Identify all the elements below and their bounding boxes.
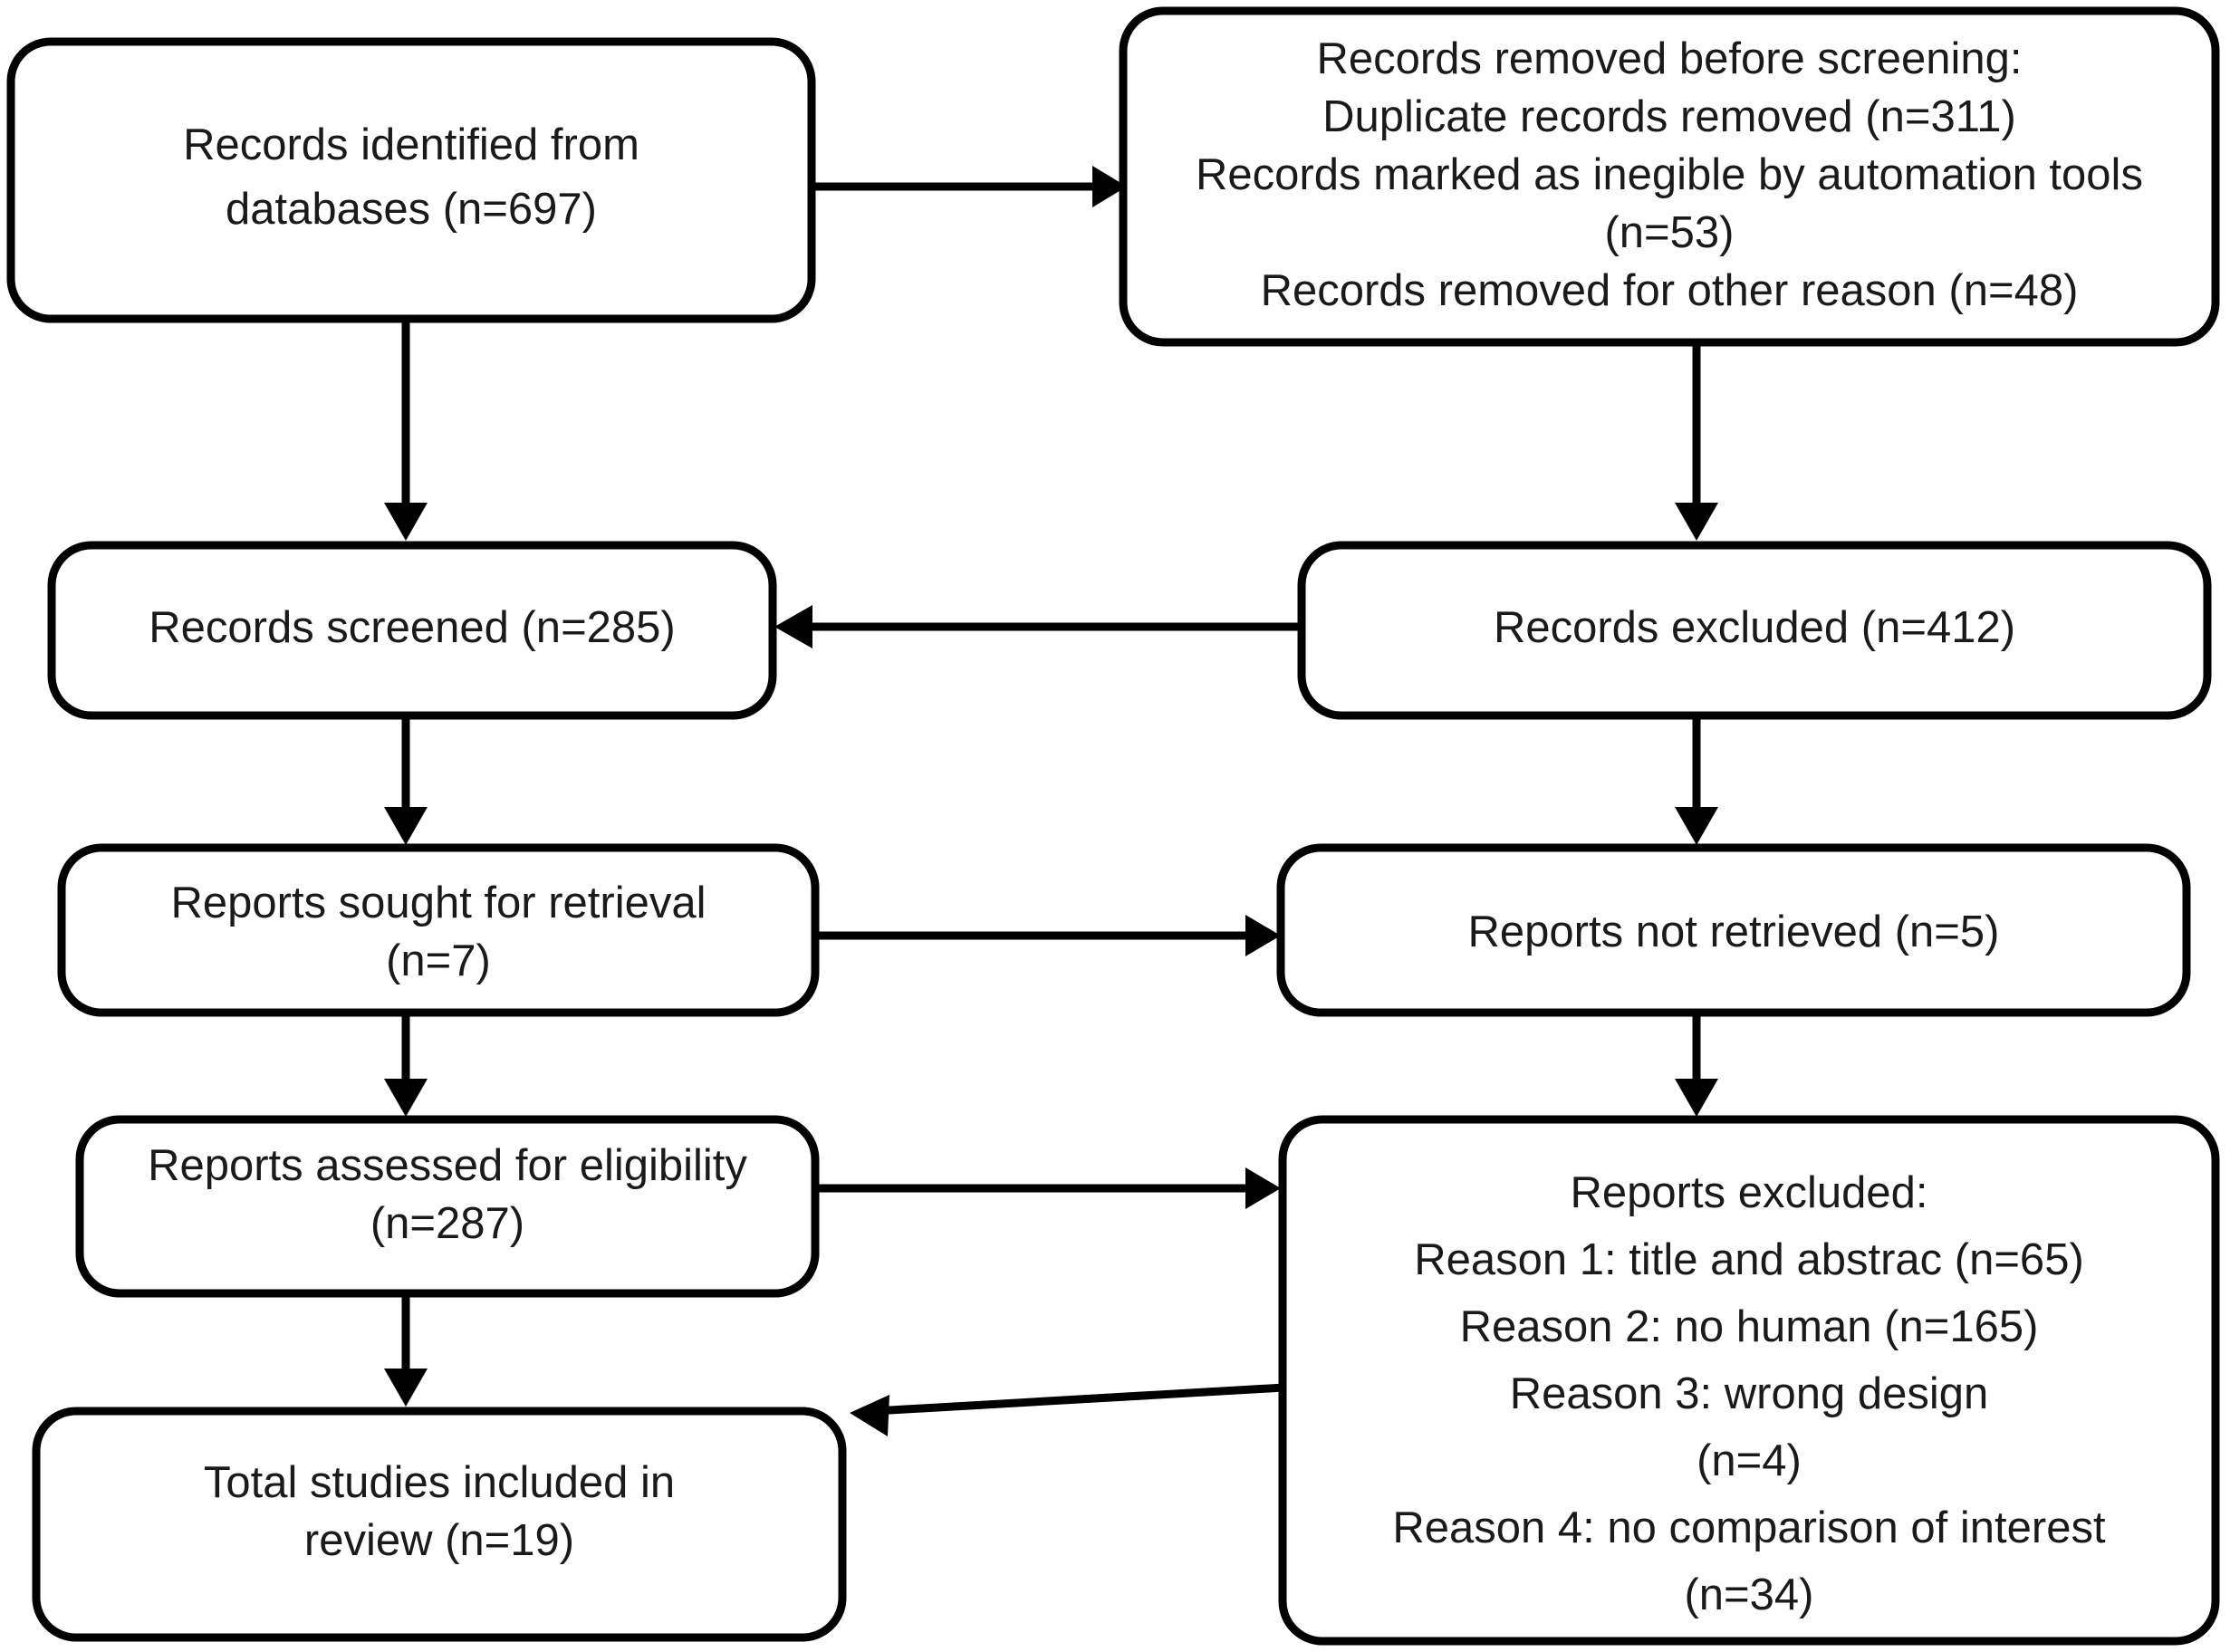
connector-identified-to-screened <box>384 319 428 541</box>
node-records-removed-line-3: (n=53) <box>1604 208 1734 257</box>
node-records-removed-before-screening[interactable]: Records removed before screening: Duplic… <box>1119 6 2220 347</box>
connector-sought-to-assessed <box>384 1013 428 1117</box>
node-reports-sought-for-retrieval[interactable]: Reports sought for retrieval (n=7) <box>57 843 820 1017</box>
connector-reports-excluded-to-total <box>850 1383 1285 1436</box>
connector-excluded-to-not-retrieved <box>1675 716 1718 845</box>
node-reports-sought-line-0: Reports sought for retrieval <box>171 879 706 927</box>
node-reports-sought-line-1: (n=7) <box>386 936 491 985</box>
node-reports-assessed-line-0: Reports assessed for eligibility <box>148 1141 747 1190</box>
node-reports-not-retrieved-box[interactable] <box>1276 843 2191 1017</box>
node-records-identified-line-0: Records identified from <box>183 120 639 169</box>
connector-excluded-to-screened <box>774 605 1302 648</box>
node-total-studies-included[interactable]: Total studies included in review (n=19) <box>32 1407 847 1642</box>
node-records-removed-line-1: Duplicate records removed (n=311) <box>1322 92 2016 141</box>
connector-identified-to-removed <box>815 166 1127 207</box>
node-reports-excluded-line-0: Reports excluded: <box>1571 1168 1928 1217</box>
node-reports-excluded-box[interactable] <box>1278 1115 2220 1646</box>
node-records-removed-line-0: Records removed before screening: <box>1317 34 2023 83</box>
node-records-excluded-line-0: Records excluded (n=412) <box>1494 603 2015 652</box>
node-records-identified[interactable]: Records identified from databases (n=697… <box>6 37 816 323</box>
node-records-screened[interactable]: Records screened (n=285) <box>47 541 777 720</box>
node-reports-not-retrieved-line-0: Reports not retrieved (n=5) <box>1468 908 2000 956</box>
node-reports-excluded-reasons[interactable]: Reports excluded: Reason 1: title and ab… <box>1278 1115 2220 1646</box>
node-records-removed-box[interactable] <box>1119 6 2220 347</box>
node-reports-assessed-for-eligibility[interactable]: Reports assessed for eligibility (n=287) <box>75 1115 820 1298</box>
node-total-studies-box[interactable] <box>32 1407 847 1642</box>
node-total-studies-line-1: review (n=19) <box>304 1516 574 1565</box>
node-records-removed-line-4: Records removed for other reason (n=48) <box>1261 266 2079 315</box>
node-reports-assessed-line-1: (n=287) <box>370 1199 524 1248</box>
node-records-excluded[interactable]: Records excluded (n=412) <box>1297 541 2212 720</box>
node-records-identified-box[interactable] <box>6 37 816 323</box>
node-reports-not-retrieved[interactable]: Reports not retrieved (n=5) <box>1276 843 2191 1017</box>
node-reports-assessed-box[interactable] <box>75 1115 820 1298</box>
connector-assessed-to-reports-excluded <box>815 1167 1281 1209</box>
node-records-identified-line-1: databases (n=697) <box>226 185 597 234</box>
connector-removed-to-excluded <box>1675 342 1718 541</box>
node-records-removed-line-2: Records marked as inegible by automation… <box>1196 150 2143 199</box>
connector-sought-to-not-retrieved <box>815 915 1281 956</box>
node-reports-excluded-line-2: Reason 2: no human (n=165) <box>1460 1302 2039 1351</box>
node-reports-excluded-line-6: (n=34) <box>1684 1570 1813 1619</box>
node-reports-excluded-line-3: Reason 3: wrong design <box>1510 1369 1988 1418</box>
node-reports-excluded-line-4: (n=4) <box>1697 1436 1802 1485</box>
node-records-excluded-box[interactable] <box>1297 541 2212 720</box>
connector-not-retrieved-to-reports-excluded <box>1675 1013 1718 1117</box>
node-reports-excluded-line-5: Reason 4: no comparison of interest <box>1392 1503 2106 1552</box>
node-records-screened-box[interactable] <box>47 541 777 720</box>
node-total-studies-line-0: Total studies included in <box>204 1458 675 1507</box>
connector-assessed-to-total <box>384 1293 428 1407</box>
connector-screened-to-sought <box>384 716 428 845</box>
node-records-screened-line-0: Records screened (n=285) <box>149 603 676 652</box>
node-reports-sought-box[interactable] <box>57 843 820 1017</box>
node-reports-excluded-line-1: Reason 1: title and abstrac (n=65) <box>1414 1235 2084 1284</box>
